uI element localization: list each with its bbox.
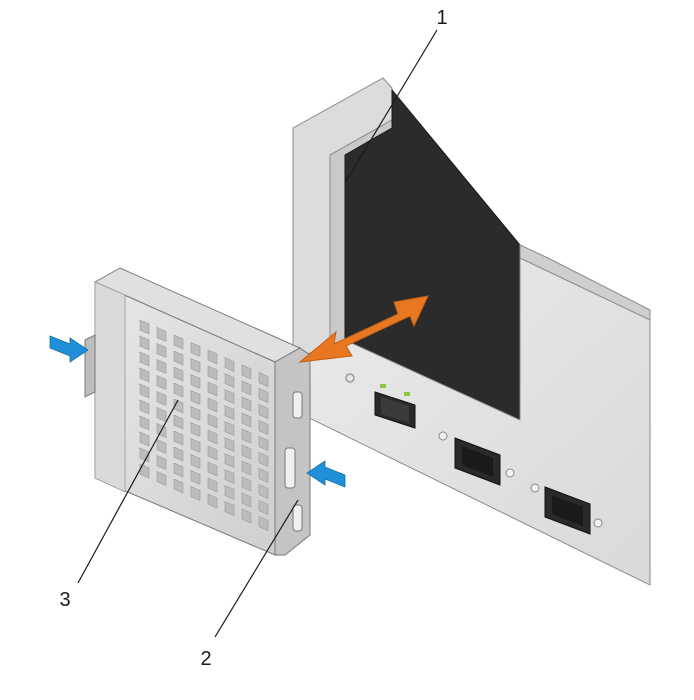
vent-hole [258, 420, 269, 435]
insert-remove-arrow [298, 295, 429, 363]
connector-port-1 [438, 431, 515, 486]
press-arrow-right [306, 460, 346, 488]
vent-hole [207, 381, 218, 397]
vent-hole [190, 470, 201, 485]
vent-hole [224, 485, 235, 500]
vent-hole [241, 428, 252, 444]
vent-hole [207, 413, 218, 429]
left-release-tab [84, 334, 96, 398]
vent-hole [190, 422, 201, 437]
module-side-strip [94, 281, 126, 493]
vent-hole [139, 447, 150, 463]
vent-hole [224, 405, 235, 420]
vent-hole [173, 430, 184, 446]
vent-hole [224, 421, 235, 436]
vent-hole [190, 486, 201, 501]
vent-hole [139, 319, 150, 335]
vent-hole [258, 468, 269, 483]
vent-hole [207, 349, 218, 365]
vent-hole [173, 462, 184, 478]
vent-hole [173, 478, 184, 494]
connector-port-2 [530, 483, 603, 535]
vent-hole [207, 461, 218, 477]
vent-hole [156, 391, 167, 406]
vent-hole [241, 380, 252, 396]
vent-hole [241, 492, 252, 508]
vent-hole [258, 436, 269, 451]
vent-hole [224, 357, 235, 372]
ventilation-grid [139, 319, 269, 531]
vent-hole [190, 342, 201, 357]
status-light [345, 373, 355, 383]
vent-hole [190, 406, 201, 421]
vent-hole [173, 382, 184, 398]
vent-hole [207, 397, 218, 413]
callout-1-number: 1 [436, 7, 447, 29]
callout-3-number: 3 [59, 589, 70, 611]
vent-hole [156, 471, 167, 486]
vent-hole [207, 477, 218, 493]
vent-hole [139, 367, 150, 383]
vent-hole [258, 372, 269, 387]
vent-hole [224, 501, 235, 516]
vent-hole [173, 350, 184, 366]
vent-hole [224, 373, 235, 388]
vent-hole [190, 390, 201, 405]
vent-hole [139, 383, 150, 399]
vent-hole [173, 414, 184, 430]
press-arrow-left [49, 335, 89, 363]
vent-hole [173, 446, 184, 462]
server-chassis [292, 77, 651, 586]
vent-hole [224, 469, 235, 484]
latch-slot-top [292, 391, 303, 419]
vent-hole [190, 438, 201, 453]
vent-hole [207, 365, 218, 381]
vent-hole [258, 452, 269, 467]
vent-hole [156, 439, 167, 454]
callout-2-leader [214, 499, 299, 638]
callout-1-leader [344, 29, 438, 184]
vent-hole [139, 431, 150, 447]
vent-hole [173, 334, 184, 350]
vent-hole [139, 351, 150, 367]
vent-hole [241, 412, 252, 428]
vent-hole [258, 484, 269, 499]
vent-hole [190, 454, 201, 469]
vent-hole [241, 508, 252, 524]
vent-hole [224, 453, 235, 468]
vent-hole [258, 516, 269, 531]
vent-hole [207, 493, 218, 509]
vent-hole [139, 399, 150, 415]
vent-hole [173, 366, 184, 382]
vent-hole [190, 358, 201, 373]
vent-hole [224, 389, 235, 404]
latch-slot-middle [284, 447, 296, 489]
vent-hole [156, 343, 167, 358]
vent-hole [241, 476, 252, 492]
vent-hole [241, 396, 252, 412]
vent-hole [241, 444, 252, 460]
vent-hole [156, 327, 167, 342]
vent-hole [258, 500, 269, 515]
vent-hole [139, 335, 150, 351]
callout-2-number: 2 [200, 648, 211, 670]
vent-hole [139, 415, 150, 431]
vent-hole [156, 359, 167, 374]
vent-hole [241, 460, 252, 476]
vent-hole [156, 375, 167, 390]
vent-hole [258, 388, 269, 403]
callout-3-leader [77, 399, 179, 584]
network-port [374, 384, 416, 429]
vent-hole [207, 445, 218, 461]
chassis-right-top [519, 244, 651, 321]
vent-hole [190, 374, 201, 389]
vent-hole [156, 455, 167, 470]
vent-hole [258, 404, 269, 419]
vent-hole [241, 364, 252, 380]
vent-hole [224, 437, 235, 452]
removable-module [84, 267, 311, 556]
latch-slot-bottom [292, 504, 303, 532]
vent-hole [207, 429, 218, 445]
